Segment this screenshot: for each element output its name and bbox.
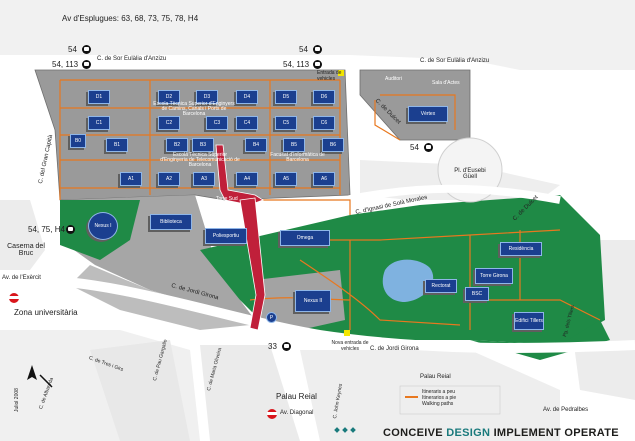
building-d2[interactable]: D2 <box>158 90 180 104</box>
bus-icon[interactable] <box>313 45 322 54</box>
label-escola-tecnica: Escola Tècnica Superior d'Enginyers de C… <box>153 101 235 117</box>
tagline-operate: OPERATE <box>564 427 619 439</box>
building-residencia[interactable]: Residència <box>500 242 542 256</box>
building-poliesportiu[interactable]: Poliesportiu <box>205 228 247 244</box>
building-b2[interactable]: B2 <box>166 138 188 152</box>
street-pedralbes: Av. de Pedralbes <box>543 407 589 413</box>
building-c1[interactable]: C1 <box>88 116 110 130</box>
legend-line3: Walking paths <box>422 401 454 407</box>
building-torre-girona[interactable]: Torre Girona <box>475 268 513 284</box>
bus-icon[interactable] <box>282 342 291 351</box>
label-facultat-informatica: Facultat d'Informàtica de Barcelona <box>270 152 325 163</box>
building-rectorat[interactable]: Rectorat <box>425 279 457 293</box>
square-eusebi-guell: Pl. d'Eusebi Güell <box>454 168 486 180</box>
building-c5[interactable]: C5 <box>275 116 297 130</box>
bus-icon[interactable] <box>82 60 91 69</box>
building-c3[interactable]: C3 <box>206 116 228 130</box>
bus-stop-54-75-h4: 54, 75, H4 <box>28 225 65 234</box>
street-exercit: Av. de l'Exèrcit <box>2 275 41 281</box>
legend-line1: Itineraris a peu <box>422 389 456 395</box>
top-bus-routes: Av d'Esplugues: 63, 68, 73, 75, 78, H4 <box>62 14 199 23</box>
building-nexus1[interactable]: Nexus I <box>88 212 118 240</box>
building-a6[interactable]: A6 <box>313 172 335 186</box>
street-sor-eulalia-1: C. de Sor Eulàlia d'Anzizu <box>97 56 167 62</box>
building-nexus2[interactable]: Nexus II <box>295 290 331 312</box>
building-d4[interactable]: D4 <box>236 90 258 104</box>
building-edifici-tillers[interactable]: Edifici Tillers <box>514 312 544 330</box>
street-sor-eulalia-2: C. de Sor Eulàlia d'Anzizu <box>420 58 490 64</box>
building-d3[interactable]: D3 <box>196 90 218 104</box>
building-a1[interactable]: A1 <box>120 172 142 186</box>
bus-icon[interactable] <box>82 45 91 54</box>
building-b6[interactable]: B6 <box>322 138 344 152</box>
building-vertex[interactable]: Vèrtex <box>408 106 448 122</box>
place-caserna-bruc: Caserna del Bruc <box>7 243 45 257</box>
label-auditori: Auditori <box>385 76 402 82</box>
building-biblioteca[interactable]: Biblioteca <box>150 214 192 230</box>
street-palau-reial: Palau Reial <box>420 374 451 380</box>
building-d5[interactable]: D5 <box>275 90 297 104</box>
building-b1[interactable]: B1 <box>106 138 128 152</box>
tagline-implement: IMPLEMENT <box>493 427 562 439</box>
building-a2[interactable]: A2 <box>158 172 180 186</box>
building-b0[interactable]: B0 <box>70 134 86 148</box>
lake <box>382 259 434 302</box>
bus-stop-54-vertex: 54 <box>410 143 419 152</box>
bus-stop-54-113-right: 54, 113 <box>283 60 310 69</box>
bus-icon[interactable] <box>313 60 322 69</box>
building-b4[interactable]: B4 <box>245 138 267 152</box>
building-c4[interactable]: C4 <box>236 116 258 130</box>
street-jordi-girona-2: C. de Jordi Girona <box>370 346 419 352</box>
label-sala-actes: Sala d'Actes <box>432 80 460 86</box>
bus-stop-54-left: 54 <box>68 45 77 54</box>
building-c6[interactable]: C6 <box>313 116 335 130</box>
label-escola-telecom: Escola Tècnica Superior d'Enginyeria de … <box>160 152 240 168</box>
bus-stop-54-right: 54 <box>299 45 308 54</box>
bus-icon[interactable] <box>424 143 433 152</box>
place-nova-entrada: Nova entrada de vehicles <box>331 340 369 352</box>
street-diagonal: Av. Diagonal <box>280 410 314 416</box>
tagline-conceive: CONCEIVE <box>383 427 443 439</box>
parking-p[interactable]: P <box>266 312 277 323</box>
tagline-design: DESIGN <box>446 427 491 439</box>
vertex-area <box>359 69 471 141</box>
bus-stop-54-113-left: 54, 113 <box>52 60 79 69</box>
building-d6[interactable]: D6 <box>313 90 335 104</box>
building-b5[interactable]: B5 <box>283 138 305 152</box>
bus-stop-33: 33 <box>268 342 277 351</box>
bus-icon[interactable] <box>66 225 75 234</box>
building-a4[interactable]: A4 <box>236 172 258 186</box>
building-a5[interactable]: A5 <box>275 172 297 186</box>
building-bsc[interactable]: BSC <box>465 287 489 301</box>
metro-logo-palau <box>267 409 277 419</box>
place-zona-universitaria: Zona universitària <box>14 308 78 317</box>
place-entrada-vehicles: Entrada de vehicles <box>317 70 342 82</box>
building-c2[interactable]: C2 <box>158 116 180 130</box>
tagline: CONCEIVE DESIGN IMPLEMENT OPERATE <box>383 427 619 439</box>
date-credit: Juliol 2008 <box>14 388 20 412</box>
building-b3[interactable]: B3 <box>192 138 214 152</box>
label-torre-sud: Torre Sud <box>216 196 238 202</box>
walking-paths <box>59 79 601 330</box>
building-d1[interactable]: D1 <box>88 90 110 104</box>
building-a3[interactable]: A3 <box>193 172 215 186</box>
place-palau-reial: Palau Reial <box>276 392 317 401</box>
building-omega[interactable]: Omega <box>280 230 330 246</box>
legend-line2: Itinerarios a pie <box>422 395 457 401</box>
metro-logo-zona <box>9 293 19 303</box>
